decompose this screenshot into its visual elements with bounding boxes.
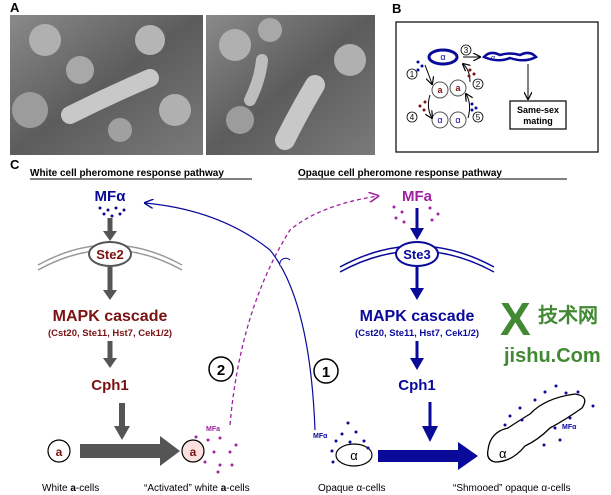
opaque-mapk-cascade: MAPK cascade: [360, 308, 475, 325]
mfa-dots: [392, 205, 440, 224]
opaque-secreted-mf-alpha: MFα: [313, 433, 328, 440]
a-label: a: [455, 83, 461, 93]
white-pathway-title: White cell pheromone response pathway: [30, 168, 224, 179]
opaque-mapk-components: (Cst20, Ste11, Hst7, Cek1/2): [355, 328, 479, 339]
ste3-receptor: [395, 241, 439, 267]
route-1-arrow: [145, 203, 316, 431]
route-1-label: 1: [322, 364, 330, 381]
activated-a-cell: [181, 439, 205, 463]
route-2-arrow: [229, 196, 378, 426]
sem-micrograph-right: [206, 15, 375, 155]
a-cell-label: a: [56, 445, 63, 459]
a-label: a: [437, 85, 443, 95]
step-number: 3: [464, 46, 469, 55]
sem-micrograph-left: [10, 15, 203, 155]
opaque-alpha-cell: [427, 48, 459, 66]
alpha-label: α: [437, 115, 442, 125]
ste3-label: Ste3: [403, 247, 430, 262]
panel-label-b: B: [392, 1, 401, 16]
white-secreted-mfa: MFa: [206, 426, 220, 433]
shmoo-cell: [481, 51, 538, 62]
shmoo-secreted-mf-alpha: MFα: [562, 424, 577, 431]
step-number: 5: [476, 113, 481, 122]
white-mapk-components: (Cst20, Ste11, Hst7, Cek1/2): [48, 328, 172, 339]
panel-label-a: A: [10, 0, 20, 15]
opaque-cph1: Cph1: [398, 377, 436, 394]
same-sex-mating-box: [509, 100, 567, 130]
alpha-label: α: [491, 55, 495, 62]
step-number: 1: [410, 70, 415, 79]
ste2-receptor: [88, 241, 132, 267]
alpha-cell-label: α: [350, 448, 358, 463]
outcome-text: Same-sex: [517, 105, 559, 115]
route-2-label: 2: [217, 362, 225, 379]
opaque-alpha-cells-caption: Opaque α-cells: [318, 483, 385, 494]
white-mf-alpha: MFα: [95, 188, 127, 205]
a-cell-label: a: [190, 445, 197, 459]
opaque-mfa: MFa: [402, 188, 433, 205]
shmooed-alpha-cells-caption: “Shmooed” opaque α-cells: [453, 483, 571, 494]
activation-arrow: [160, 436, 180, 466]
panel-label-c: C: [10, 157, 20, 172]
mf-alpha-dots: [98, 206, 126, 218]
white-cph1: Cph1: [91, 377, 129, 394]
alpha-label: α: [455, 115, 460, 125]
shmoo-arrow: [458, 442, 478, 470]
white-a-cell: [47, 439, 71, 463]
svg-text:X: X: [500, 293, 531, 345]
alpha-cell-label: α: [499, 446, 507, 461]
step-number: 4: [410, 113, 415, 122]
opaque-pathway-title: Opaque cell pheromone response pathway: [298, 168, 502, 179]
outcome-text: mating: [523, 116, 553, 126]
white-a-cells-caption: White a-cells: [42, 483, 99, 494]
panel-b-frame: [395, 21, 599, 153]
alpha-label: α: [440, 52, 445, 62]
svg-text:技术网: 技术网: [538, 303, 598, 327]
activated-a-cells-caption: “Activated” white a-cells: [144, 483, 250, 494]
panel-b-schematic: α α Same-sex mating a a α α 1 2 3 4 5: [406, 44, 567, 130]
shmooed-alpha-cell: [487, 393, 586, 463]
watermark-logo: X 技术网 jishu.Com: [500, 293, 601, 367]
ste2-label: Ste2: [96, 247, 123, 262]
step-number: 2: [476, 80, 481, 89]
opaque-alpha-cell: [335, 443, 373, 467]
white-mapk-cascade: MAPK cascade: [53, 308, 168, 325]
svg-text:jishu.Com: jishu.Com: [503, 345, 601, 367]
